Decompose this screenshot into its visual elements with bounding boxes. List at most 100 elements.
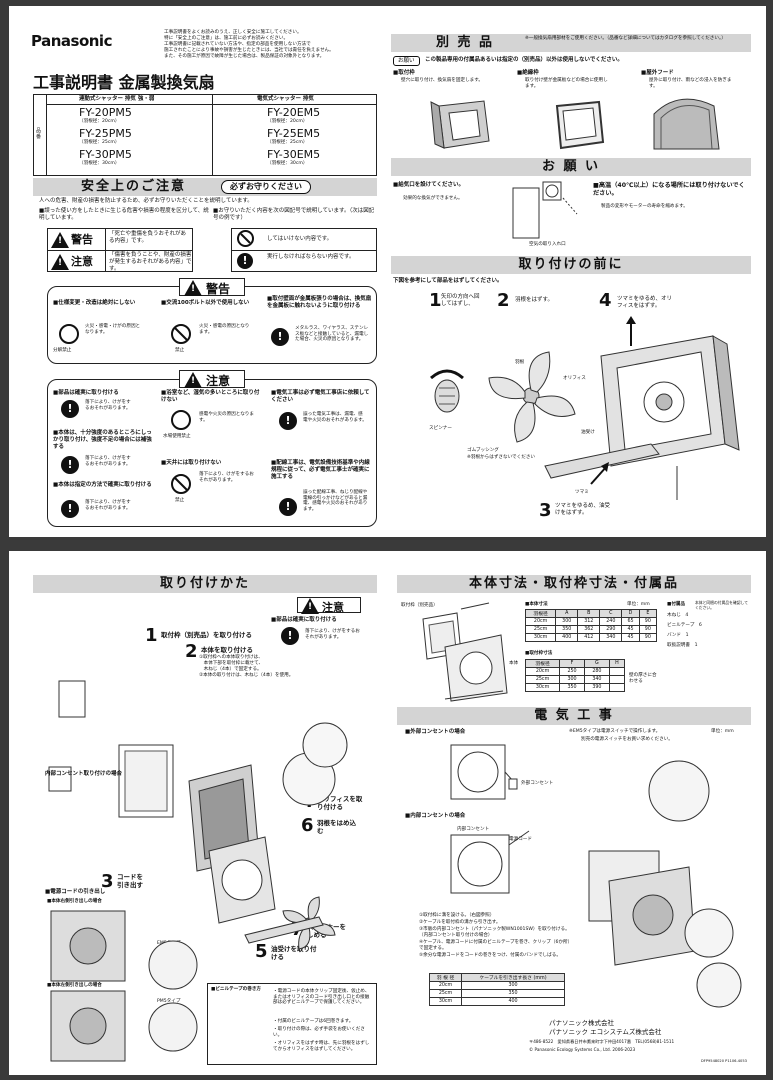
frame-dimensions-cell: 390 <box>583 683 610 692</box>
howto-step-5-text: 油受けを取り付ける <box>271 945 317 962</box>
label-grommet: ゴムブッシング <box>467 448 499 453</box>
label-knob: ツマミ <box>575 490 589 495</box>
step-1-number: 1 <box>429 290 442 311</box>
warning-definition: 「死亡や重傷を負うおそれがある内容」です。 <box>109 231 187 244</box>
product-col1-head: 連動式シャッター 排気 強・弱 <box>79 96 155 102</box>
mandatory-icon: ! <box>279 412 297 430</box>
body-dimensions-header-cell: D <box>621 609 640 618</box>
warning-label: 警告 <box>71 233 93 246</box>
step-3-text: ツマミをゆるめ、油受けをはずす。 <box>555 503 611 516</box>
caution-definition: 「傷害を負うことや、財産の損害が発生するおそれがある内容」です。 <box>109 252 192 272</box>
body-dimensions-cell: 290 <box>599 625 623 634</box>
howto-step-3-number: 3 <box>101 871 114 892</box>
frame-dimensions-header-cell: F <box>559 659 585 668</box>
parts-list-item: ビニルテープ 6 <box>667 623 702 628</box>
body-dimensions-cell: 90 <box>638 617 658 626</box>
parts-list-item: 木ねじ 4 <box>667 613 689 618</box>
request-item-1-note: 効果的な換気ができません。 <box>403 196 463 201</box>
request-item-2-note: 製品の変形やモーターの寿命を縮めます。 <box>601 204 688 209</box>
mounting-frame-illustration <box>430 100 490 149</box>
frame-dimensions-cell <box>608 667 626 676</box>
tape-heading: ■ビニルテープの巻き方 <box>211 987 262 992</box>
body-dimensions-cell: 312 <box>577 617 601 626</box>
cord-routing-illustration <box>50 910 198 1062</box>
parts-list-item: 取扱説明書 1 <box>667 643 698 648</box>
cable-length-cell: 20cm <box>428 981 463 990</box>
request-header: お 願 い <box>391 158 751 176</box>
mandatory-definition: 実行しなければならない内容です。 <box>267 254 355 260</box>
cord-left-heading: ■本体左側引き出しの場合 <box>47 983 102 988</box>
safety-lead: 人への危害、財産の損害を防止するため、必ずお守りいただくことを説明しています。 <box>39 198 253 204</box>
warning-icon <box>51 232 69 248</box>
step-2-number: 2 <box>497 290 510 311</box>
body-dimensions-title: ■本体寸法 <box>525 602 548 607</box>
step-2-text: 羽根をはずす。 <box>515 297 553 303</box>
frame-label: 取付枠（別売品） <box>401 603 438 608</box>
warning-title-icon <box>184 280 202 296</box>
air-inlet-caption: 空気の取り入れ口 <box>529 242 566 247</box>
instruction-sheet-back: 取り付けかた 注意 ■部品は確実に取り付ける ! 落下により、けがをするおそれが… <box>9 551 766 1075</box>
label-blade: 羽根 <box>515 360 525 365</box>
insulation-frame-illustration <box>555 100 605 150</box>
before-install-lead: 下図を参考にして部品をはずしてください。 <box>393 278 503 284</box>
body-dimensions-cell: 340 <box>599 633 623 642</box>
safety-header: 安全上のご注意 <box>33 178 377 196</box>
body-dimensions-cell: 45 <box>621 633 640 642</box>
external-outlet-heading: ■外部コンセントの場合 <box>405 729 466 735</box>
document-title: 工事説明書 金属製換気扇 <box>33 73 215 92</box>
body-dimensions-cell: 90 <box>638 633 658 642</box>
howto-notes-box <box>207 983 377 1065</box>
air-inlet-illustration <box>512 181 578 239</box>
body-dimensions-cell: 30cm <box>524 633 557 642</box>
howto-step-2-text: 本体を取り付ける <box>201 646 253 654</box>
cable-length-cell: 400 <box>461 997 565 1006</box>
caution-title-icon <box>184 372 202 388</box>
body-dimensions-cell: 65 <box>621 617 640 626</box>
mandatory-icon: ! <box>237 253 253 269</box>
frame-dimensions-note: 壁の厚さに合わせる <box>629 673 657 684</box>
howto-step-6-text: 羽根をはめ込む <box>317 819 356 836</box>
external-outlet-illustration <box>450 744 518 800</box>
label-grommet-note: ※羽根からはずさないでください <box>467 455 536 460</box>
electrical-note-2: 別売の電源スイッチをお買い求めください。 <box>581 737 673 742</box>
caution-icon <box>301 598 319 614</box>
brand-logo: Panasonic <box>31 32 112 50</box>
body-dimensions-cell: 25cm <box>524 625 557 634</box>
electrical-unit: 単位：mm <box>711 729 734 734</box>
howto-header: 取り付けかた <box>33 575 377 593</box>
howto-step-6-number: 6 <box>301 815 314 836</box>
prohibition-definition: してはいけない内容です。 <box>267 236 333 242</box>
pm5-type-label: PM5タイプ <box>157 999 181 1004</box>
request-item-1: ■給気口を設けてください。 <box>393 182 465 188</box>
frame-dimensions-cell: 280 <box>583 667 610 676</box>
mandatory-icon: ! <box>279 498 297 516</box>
accessories-request-tag: お願い <box>393 56 420 66</box>
electrical-note-1: ※EM5タイプは電源スイッチで操作します。 <box>569 729 661 734</box>
step-3-number: 3 <box>539 500 552 521</box>
body-dimensions-cell: 300 <box>555 617 579 626</box>
mandatory-icon: ! <box>61 500 79 518</box>
external-outlet-label: 外部コンセント <box>521 781 554 786</box>
step-1-text: 矢印の方向へ回してはずし、 <box>441 294 480 307</box>
body-dimensions-cell: 362 <box>577 625 601 634</box>
caution-box-title: 注意 <box>179 370 245 388</box>
body-dimensions-cell: 350 <box>555 625 579 634</box>
disassembly-illustration <box>430 316 740 500</box>
wiring-illustration <box>588 760 742 1008</box>
body-dimensions-header-cell: C <box>599 609 623 618</box>
frame-dimensions-cell: 300 <box>559 675 585 684</box>
frame-dimensions-cell: 350 <box>559 683 585 692</box>
body-dimensions-cell: 400 <box>555 633 579 642</box>
body-dimensions-cell: 45 <box>621 625 640 634</box>
prohibited-icon <box>171 324 191 344</box>
